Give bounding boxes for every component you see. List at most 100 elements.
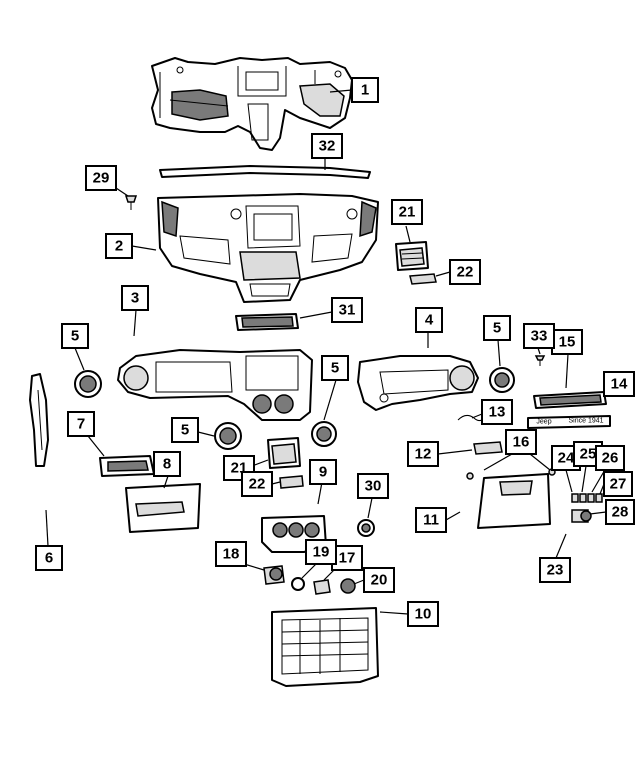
callout-10: 10: [407, 601, 439, 627]
callout-26-label: 26: [602, 450, 619, 467]
callout-13-label: 13: [489, 404, 506, 421]
part-1-cross-car-beam: [151, 57, 353, 151]
callout-3-label: 3: [131, 290, 139, 307]
callout-21-upper: 21: [391, 199, 423, 225]
part-20-knob: [340, 578, 356, 594]
leader-15: [565, 353, 569, 389]
part-7-switch-bezel: [99, 455, 155, 477]
callout-27-label: 27: [610, 476, 627, 493]
part-21-center-vent-lower: [267, 437, 301, 469]
part-6-side-trim: [29, 373, 49, 467]
callout-6-label: 6: [45, 550, 53, 567]
leader-6: [45, 509, 49, 547]
part-5-round-vent-b: [214, 422, 242, 450]
callout-33-label: 33: [531, 328, 548, 345]
callout-12: 12: [407, 441, 439, 467]
leader-20: [353, 579, 365, 585]
callout-33: 33: [523, 323, 555, 349]
callout-13: 13: [481, 399, 513, 425]
part-31-center-grille: [235, 313, 299, 331]
callout-16: 16: [505, 429, 537, 455]
callout-20: 20: [363, 567, 395, 593]
callout-31-label: 31: [339, 302, 356, 319]
part-3-cluster-bezel: [117, 349, 313, 421]
leader-29: [115, 187, 129, 197]
callout-28: 28: [605, 499, 635, 525]
callout-4: 4: [415, 307, 443, 333]
callout-5-right-label: 5: [493, 320, 501, 337]
part-11-glove-box-door: [477, 473, 551, 529]
callout-5-lower: 5: [171, 417, 199, 443]
callout-9-label: 9: [319, 464, 327, 481]
callout-26: 26: [595, 445, 625, 471]
callout-4-label: 4: [425, 312, 434, 329]
part-15-trim-panel: [533, 391, 607, 409]
leader-24: [565, 469, 573, 493]
leader-5c: [323, 379, 337, 421]
leader-10: [379, 611, 409, 615]
leader-16b: [529, 453, 551, 471]
part-2-instrument-panel-base: [157, 193, 379, 303]
callout-9: 9: [309, 459, 337, 485]
part-29-screw: [124, 195, 138, 210]
callout-1: 1: [351, 77, 379, 103]
part-5-round-vent-c: [311, 421, 337, 447]
callout-15-label: 15: [559, 334, 576, 351]
badge-tagline-text: Since 1941: [568, 418, 603, 425]
leader-9: [317, 481, 323, 505]
parts-24-27-switch-blanks: [571, 493, 603, 503]
leader-5b: [497, 339, 501, 367]
leader-2: [131, 245, 157, 251]
part-5-round-vent-d: [489, 367, 515, 393]
callout-14: 14: [603, 371, 635, 397]
leader-lines: [45, 89, 619, 615]
callout-3: 3: [121, 285, 149, 311]
callout-30-label: 30: [365, 478, 382, 495]
callout-23-label: 23: [547, 562, 564, 579]
callout-11: 11: [415, 507, 447, 533]
leader-1: [329, 89, 353, 93]
leader-11: [445, 511, 461, 521]
callout-5-left-label: 5: [71, 328, 79, 345]
leader-30: [367, 497, 373, 519]
leader-8: [163, 475, 169, 489]
callout-22-upper-label: 22: [457, 264, 474, 281]
part-5-round-vent-a: [74, 370, 102, 398]
callout-5-center: 5: [321, 355, 349, 381]
leader-23: [555, 533, 567, 559]
callout-19: 19: [305, 539, 337, 565]
part-14-grab-handle-badge: Jeep Since 1941: [527, 415, 611, 429]
callout-7-label: 7: [77, 416, 85, 433]
callout-10-label: 10: [415, 606, 432, 623]
callout-18-label: 18: [223, 546, 240, 563]
leader-13: [471, 413, 483, 419]
leader-16: [483, 453, 513, 471]
part-17-connector: [313, 579, 331, 595]
callout-17-label: 17: [339, 550, 356, 567]
callout-15: 15: [551, 329, 583, 355]
leader-18: [243, 563, 265, 571]
callout-5-right: 5: [483, 315, 511, 341]
part-32-trim-strip: [159, 165, 371, 179]
leader-19: [301, 563, 317, 579]
leader-31: [299, 311, 333, 319]
leader-12: [437, 449, 473, 455]
part-22-small-bezel-lower: [279, 475, 304, 489]
part-30-knob: [357, 519, 375, 537]
part-33-screw: [534, 355, 546, 366]
callout-32-label: 32: [319, 138, 336, 155]
part-12-latch: [473, 441, 503, 455]
leader-7: [87, 435, 105, 457]
callout-6: 6: [35, 545, 63, 571]
callout-32: 32: [311, 133, 343, 159]
part-10-storage-bin: [271, 607, 379, 687]
part-21-center-vent-upper: [395, 241, 429, 271]
part-28-switch: [571, 509, 592, 523]
callout-2: 2: [105, 233, 133, 259]
leader-21a: [405, 225, 411, 243]
callout-8: 8: [153, 451, 181, 477]
part-8-knee-bolster: [125, 483, 201, 533]
leader-25: [581, 465, 587, 493]
callout-24-label: 24: [558, 450, 575, 467]
